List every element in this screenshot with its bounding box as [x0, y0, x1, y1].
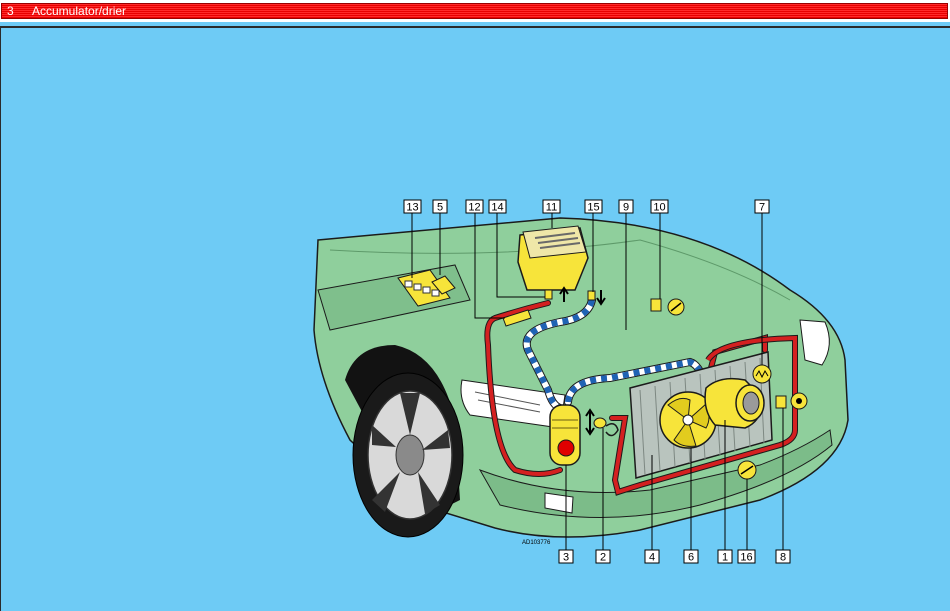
- callout-15: 15: [584, 199, 603, 214]
- svg-text:9: 9: [623, 202, 629, 214]
- svg-text:11: 11: [546, 202, 557, 214]
- evaporator-core: [522, 225, 587, 259]
- svg-text:4: 4: [649, 552, 655, 564]
- flow-arrow-double: [585, 408, 595, 436]
- frame-left-border: [0, 26, 1, 611]
- gauge-7: [752, 364, 772, 384]
- callout-11: 11: [542, 199, 561, 214]
- svg-text:13: 13: [406, 202, 418, 214]
- leader-lines: [411, 213, 784, 550]
- title-bar: 3 Accumulator/drier: [0, 0, 950, 22]
- flow-arrow-down: [596, 290, 606, 306]
- orifice-tube: [502, 309, 532, 327]
- svg-text:8: 8: [780, 552, 786, 564]
- callouts-bottom: 3 2 4 6 1 16 8: [558, 549, 791, 564]
- fitting-14: [544, 289, 553, 300]
- callout-1: 1: [717, 549, 733, 564]
- title-number: 3: [7, 4, 14, 18]
- sensor-8: [775, 395, 787, 409]
- title-text: Accumulator/drier: [32, 4, 127, 18]
- svg-text:16: 16: [740, 552, 752, 564]
- reference-code: AD103776: [522, 540, 551, 546]
- callout-8: 8: [775, 549, 791, 564]
- callout-2: 2: [595, 549, 611, 564]
- callout-13: 13: [403, 199, 422, 214]
- frame-divider: [0, 26, 950, 28]
- svg-text:14: 14: [491, 202, 503, 214]
- components: [397, 225, 808, 480]
- callout-16: 16: [737, 549, 756, 564]
- control-module: [431, 275, 456, 295]
- hood-crease: [329, 239, 791, 301]
- svg-text:2: 2: [600, 552, 606, 564]
- left-headlight: [460, 379, 566, 429]
- callout-7: 7: [754, 199, 770, 214]
- sensor-10: [650, 298, 662, 312]
- callout-5: 5: [432, 199, 448, 214]
- callout-12: 12: [465, 199, 484, 214]
- callout-9: 9: [618, 199, 634, 214]
- callout-4: 4: [644, 549, 660, 564]
- svg-text:5: 5: [437, 202, 443, 214]
- callout-3: 3: [558, 549, 574, 564]
- svg-text:10: 10: [653, 202, 665, 214]
- svg-text:1: 1: [722, 552, 728, 564]
- pressure-switch: [593, 417, 607, 429]
- title-bar-strip: 3 Accumulator/drier: [1, 3, 948, 19]
- svg-text:6: 6: [688, 552, 694, 564]
- svg-text:12: 12: [468, 202, 480, 214]
- callout-10: 10: [650, 199, 669, 214]
- callout-6: 6: [683, 549, 699, 564]
- flow-arrow-up: [559, 286, 569, 302]
- svg-text:3: 3: [563, 552, 569, 564]
- fitting-15: [587, 290, 596, 301]
- svg-text:15: 15: [587, 202, 599, 214]
- right-headlight: [799, 319, 830, 366]
- front-bumper: [478, 429, 833, 518]
- callout-14: 14: [488, 199, 507, 214]
- callouts-top: 13 5 12 14 11 15 9 10 7: [403, 199, 770, 214]
- svg-text:7: 7: [759, 202, 765, 214]
